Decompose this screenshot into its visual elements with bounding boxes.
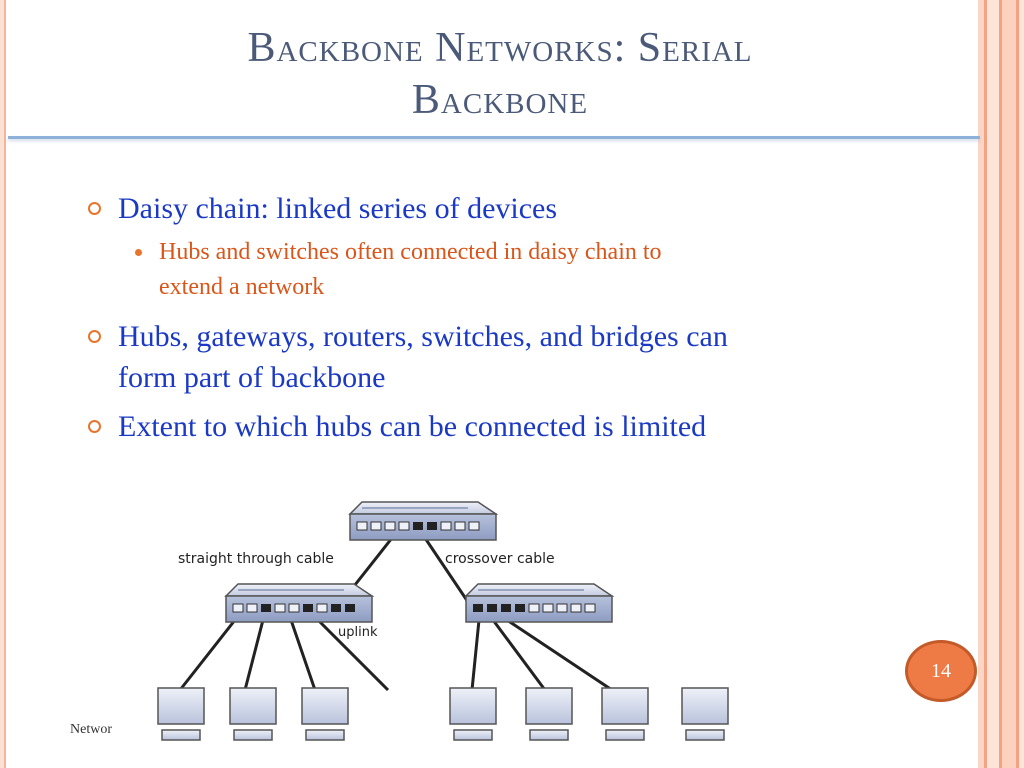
switch-ports bbox=[232, 521, 596, 613]
decorative-stripes bbox=[978, 0, 1024, 768]
sub-bullet-text-line-2: extend a network bbox=[159, 274, 325, 300]
top-switch bbox=[348, 501, 499, 541]
bullet-text: Extent to which hubs can be connected is… bbox=[118, 410, 707, 443]
title-line-1: Backbone Networks: Serial bbox=[247, 25, 753, 71]
slide-number-badge: 14 bbox=[905, 640, 977, 702]
bullet-circle-icon bbox=[88, 420, 101, 433]
network-diagram: straight through cable crossover cable u… bbox=[157, 501, 729, 741]
computers bbox=[157, 687, 729, 741]
footer-text: Networ bbox=[70, 722, 112, 737]
bullet-text: Daisy chain: linked series of devices bbox=[118, 192, 558, 225]
sub-bullet-item: Hubs and switches often connected in dai… bbox=[135, 235, 919, 305]
bullet-item: Extent to which hubs can be connected is… bbox=[88, 406, 938, 447]
label-crossover-cable: crossover cable bbox=[445, 551, 555, 567]
bullet-circle-icon bbox=[88, 330, 101, 343]
sub-bullet-text-line-1: Hubs and switches often connected in dai… bbox=[159, 239, 662, 265]
left-border bbox=[0, 0, 6, 768]
title-line-2: Backbone bbox=[411, 77, 589, 123]
bullet-text-line-1: Hubs, gateways, routers, switches, and b… bbox=[118, 320, 728, 353]
bullet-item: Daisy chain: linked series of devices bbox=[88, 188, 938, 229]
label-uplink: uplink bbox=[338, 625, 378, 640]
bullet-item: Hubs, gateways, routers, switches, and b… bbox=[88, 316, 938, 398]
bullet-circle-icon bbox=[88, 202, 101, 215]
label-straight-through-cable: straight through cable bbox=[178, 551, 334, 567]
bullet-dot-icon bbox=[135, 249, 142, 256]
title-divider bbox=[8, 136, 980, 139]
bullet-text-line-2: form part of backbone bbox=[118, 361, 386, 394]
left-switch bbox=[224, 583, 375, 623]
slide-title: Backbone Networks: Serial Backbone bbox=[150, 22, 850, 126]
right-switch bbox=[464, 583, 615, 623]
